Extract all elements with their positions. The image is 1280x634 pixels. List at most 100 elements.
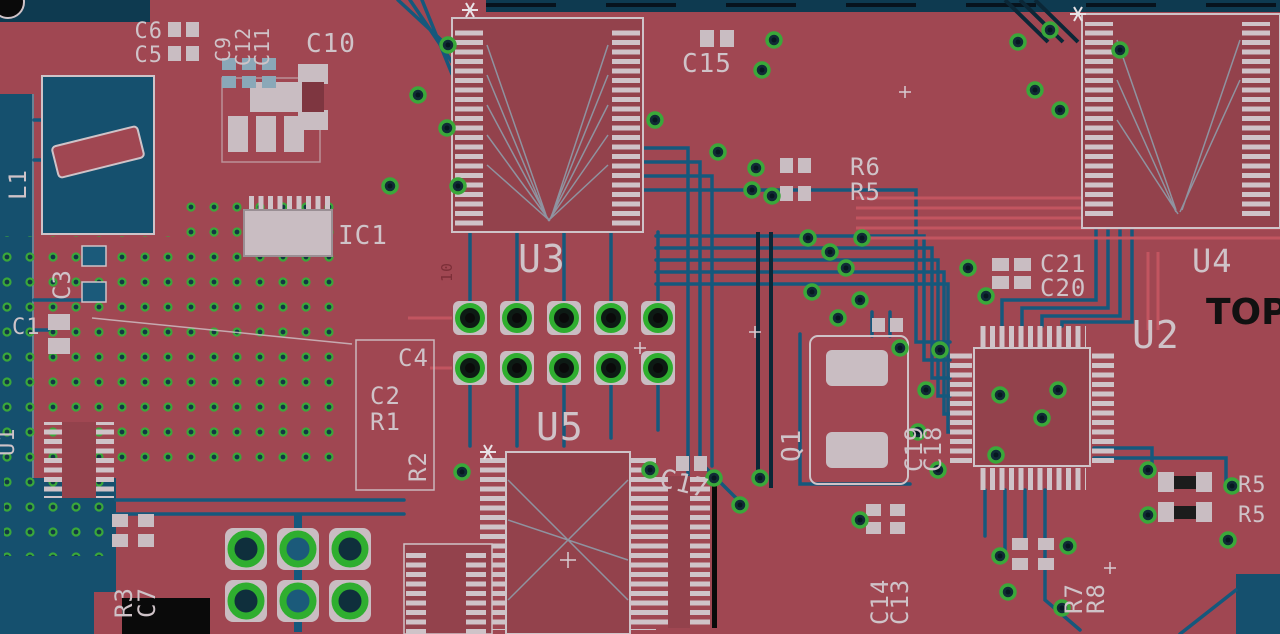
ref-label-c14[interactable]: C14 [866,579,894,625]
regulator-tab-pad[interactable] [250,82,312,112]
c11-pad[interactable] [262,76,276,88]
corner-plane[interactable] [0,0,150,22]
ref-label-u3[interactable]: U3 [518,237,566,281]
r7-pad[interactable] [1012,538,1028,550]
ref-label-l1[interactable]: L1 [4,169,32,200]
component-connector-3[interactable] [403,543,493,634]
via[interactable] [439,36,457,54]
ref-label-c19[interactable]: C19 [900,426,928,472]
header-pad[interactable] [547,301,581,335]
c12-pad[interactable] [242,58,256,70]
ref-label-r5b[interactable]: R5 [1238,503,1267,528]
via[interactable] [1111,41,1129,59]
r8-pad[interactable] [1038,538,1054,550]
qfp-pins-top[interactable] [976,326,1086,348]
u5-body[interactable] [505,451,631,634]
via[interactable] [931,341,949,359]
c6-pad[interactable] [168,22,181,37]
c7-pad[interactable] [138,534,154,547]
r3-pad[interactable] [112,534,128,547]
ref-label-u2[interactable]: U2 [1132,313,1180,357]
via[interactable] [743,181,761,199]
component-r6-r5[interactable] [780,158,811,201]
c20-pad[interactable] [1014,258,1031,271]
connector2-body[interactable] [668,476,690,628]
via[interactable] [1139,461,1157,479]
via[interactable] [765,31,783,49]
ref-label-c15[interactable]: C15 [682,49,732,79]
via[interactable] [999,583,1017,601]
component-u5[interactable] [480,451,656,634]
via[interactable] [731,496,749,514]
via[interactable] [1033,409,1051,427]
c18-pad[interactable] [872,318,885,332]
component-c15[interactable] [700,30,734,47]
via[interactable] [641,461,659,479]
component-right-resistors[interactable] [1158,472,1212,522]
r5-pad[interactable] [780,186,793,201]
via[interactable] [646,111,664,129]
trace-u4-qfp[interactable] [983,226,1228,632]
q1-pad-1[interactable] [826,350,888,386]
component-c9-c12-c11[interactable] [222,58,276,88]
l1-element[interactable] [51,125,145,179]
via[interactable] [747,159,765,177]
c9-pad[interactable] [222,76,236,88]
header-pad[interactable] [641,301,675,335]
via[interactable] [987,446,1005,464]
ref-label-r2[interactable]: R2 [404,451,432,482]
via[interactable] [1026,81,1044,99]
component-u4[interactable] [1081,13,1280,229]
r5a-pad[interactable] [1196,472,1212,492]
via[interactable] [991,386,1009,404]
bottom-right-plane[interactable] [1236,574,1280,634]
mounting-hole[interactable] [0,0,25,19]
connector2-pins-right[interactable] [690,476,710,628]
c3-pad[interactable] [81,281,107,303]
big-pad[interactable] [225,528,267,570]
header-pad[interactable] [500,301,534,335]
component-ic1[interactable] [243,196,333,257]
via[interactable] [821,243,839,261]
connector3-pins-left[interactable] [406,550,426,634]
c11-pad[interactable] [262,58,276,70]
connector2-pins-left[interactable] [648,476,668,628]
component-c10[interactable] [298,64,328,130]
via[interactable] [449,177,467,195]
component-l1[interactable] [41,75,155,235]
via[interactable] [453,463,471,481]
u3-body[interactable] [451,17,644,233]
r3-pad[interactable] [112,514,128,527]
ref-label-r5a[interactable]: R5 [1238,473,1267,498]
ic1-pins[interactable] [246,196,330,210]
r5-pad[interactable] [798,186,811,201]
ref-label-c12[interactable]: C12 [231,27,255,66]
ref-label-c9[interactable]: C9 [211,36,235,62]
via[interactable] [1139,506,1157,524]
header-pad[interactable] [500,351,534,385]
trace-right-bundle[interactable] [638,146,746,526]
r8-pad[interactable] [1038,558,1054,570]
via[interactable] [709,143,727,161]
c1-pad[interactable] [48,338,70,354]
via[interactable] [763,187,781,205]
connector3-pins-right[interactable] [466,550,486,634]
header-pad[interactable] [453,301,487,335]
c14-pad[interactable] [866,504,881,516]
c21-pad[interactable] [992,258,1009,271]
r6-pad[interactable] [798,158,811,173]
c15-pad[interactable] [700,30,714,47]
top-copper-traces[interactable] [408,196,1280,370]
c1-pad[interactable] [48,314,70,330]
via[interactable] [799,229,817,247]
via[interactable] [409,86,427,104]
component-connector-2[interactable] [648,470,717,628]
c10-pad-1[interactable] [298,64,328,84]
ic1-body[interactable] [243,209,333,257]
ref-label-c1[interactable]: C1 [12,315,41,340]
r5b-pad[interactable] [1196,502,1212,522]
via[interactable] [1009,33,1027,51]
u4-pins-right[interactable] [1242,22,1270,220]
ref-label-u4[interactable]: U4 [1192,242,1233,280]
u3-pins-left[interactable] [455,26,483,226]
